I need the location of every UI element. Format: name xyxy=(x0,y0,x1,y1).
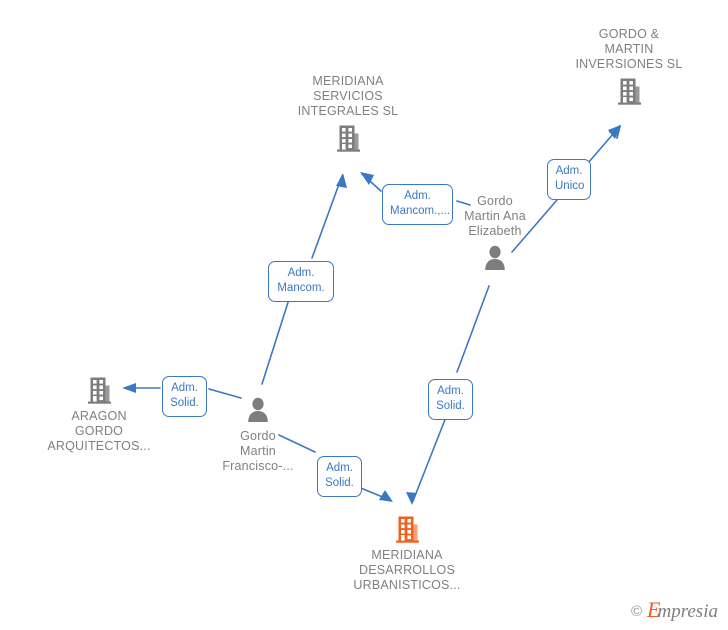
node-gordo-martin-francisco[interactable]: Gordo Martin Francisco-... xyxy=(178,395,338,474)
person-icon xyxy=(415,243,575,273)
node-gordo-martin-inversiones[interactable]: GORDO & MARTIN INVERSIONES SL xyxy=(549,27,709,106)
edge-label-adm-solid-francisco[interactable]: Adm. Solid. xyxy=(317,456,362,497)
node-aragon-gordo-arquitectos[interactable]: ARAGON GORDO ARQUITECTOS... xyxy=(19,375,179,454)
brand-name: Empresia xyxy=(647,599,718,622)
node-label: Gordo Martin Francisco-... xyxy=(222,429,294,473)
copyright-symbol: © xyxy=(630,603,643,620)
brand-initial: E xyxy=(647,597,661,622)
edge-label-adm-solid-aragon[interactable]: Adm. Solid. xyxy=(162,376,207,417)
building-icon xyxy=(268,123,428,153)
edge-label-adm-mancom[interactable]: Adm. Mancom. xyxy=(268,261,334,302)
edge-label-adm-mancom-multi[interactable]: Adm. Mancom.,... xyxy=(382,184,453,225)
node-label: Gordo Martin Ana Elizabeth xyxy=(464,194,526,238)
person-icon xyxy=(178,395,338,425)
node-meridiana-desarrollos[interactable]: MERIDIANA DESARROLLOS URBANISTICOS... xyxy=(327,514,487,593)
edge-label-adm-solid-ana[interactable]: Adm. Solid. xyxy=(428,379,473,420)
node-label: MERIDIANA SERVICIOS INTEGRALES SL xyxy=(297,74,399,118)
node-meridiana-servicios[interactable]: MERIDIANA SERVICIOS INTEGRALES SL xyxy=(268,74,428,153)
node-label: ARAGON GORDO ARQUITECTOS... xyxy=(47,409,151,453)
node-label: MERIDIANA DESARROLLOS URBANISTICOS... xyxy=(353,548,461,592)
watermark: © Empresia xyxy=(630,599,718,622)
building-icon xyxy=(549,76,709,106)
node-label: GORDO & MARTIN INVERSIONES SL xyxy=(575,27,683,71)
building-icon xyxy=(327,514,487,544)
building-icon xyxy=(19,375,179,405)
brand-remainder: mpresia xyxy=(657,601,718,622)
edge-label-adm-unico[interactable]: Adm. Unico xyxy=(547,159,591,200)
node-gordo-martin-ana-elizabeth[interactable]: Gordo Martin Ana Elizabeth xyxy=(415,194,575,273)
